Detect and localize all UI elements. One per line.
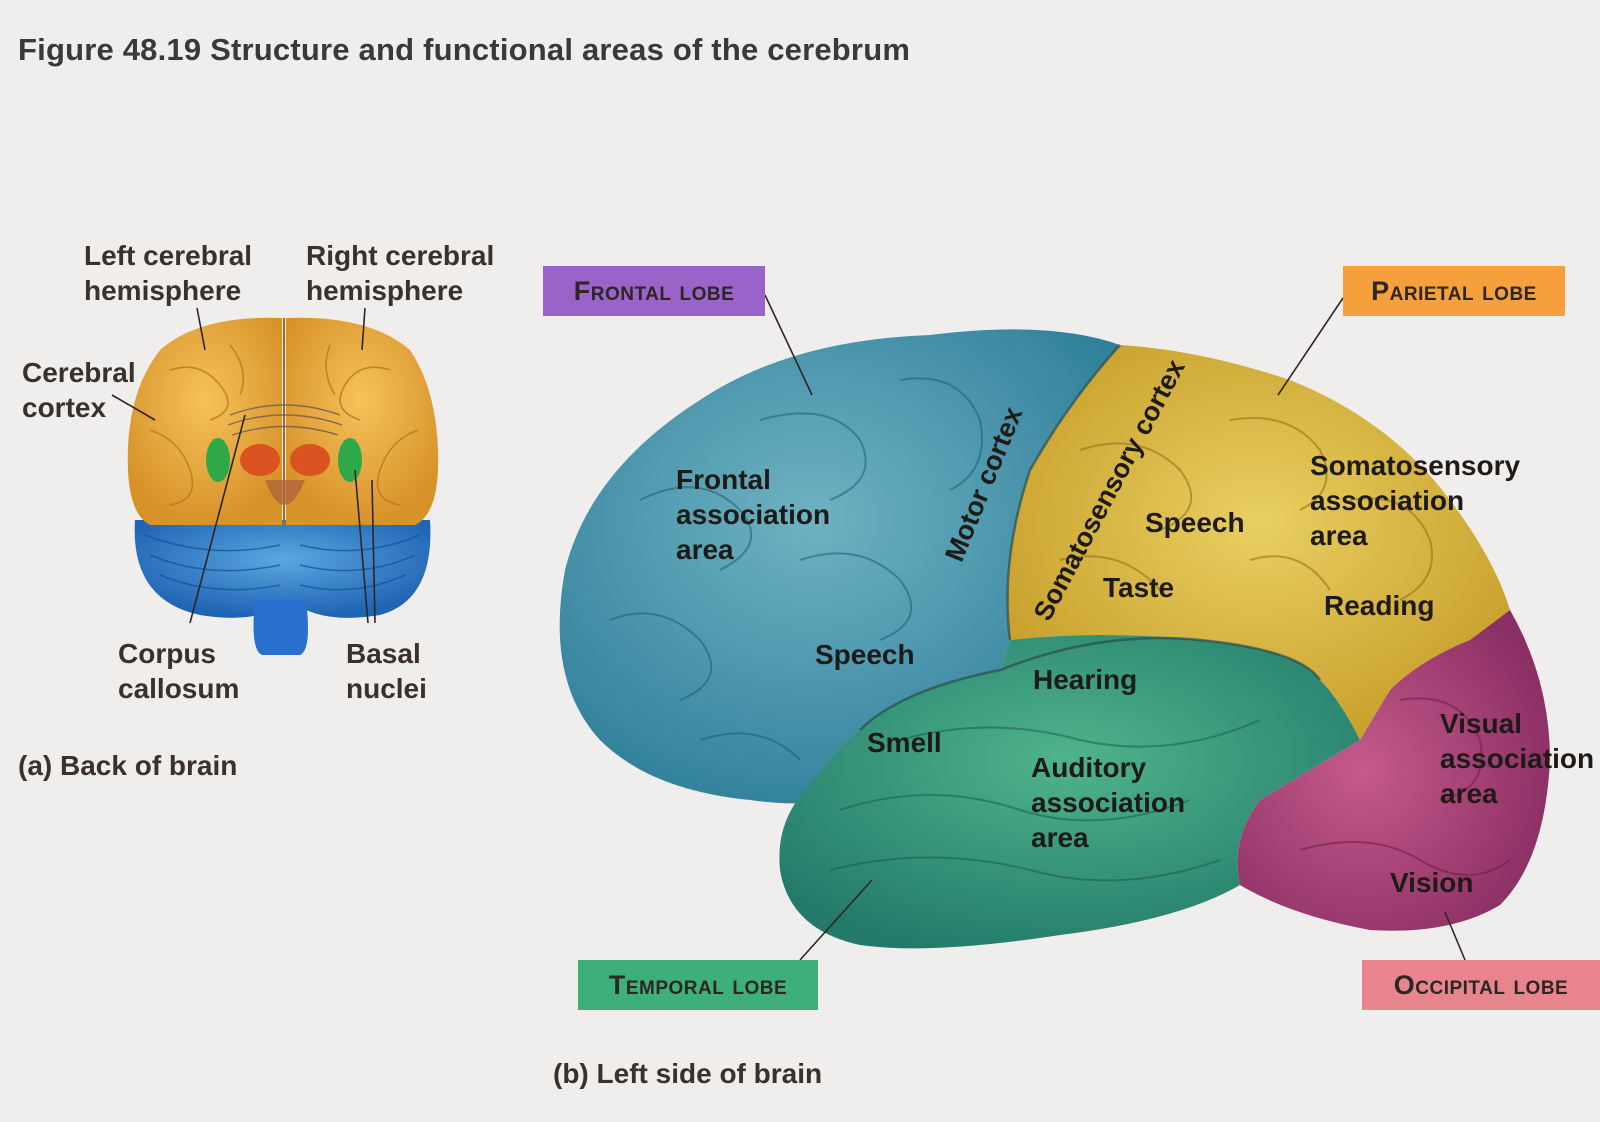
speech-parietal-label: Speech xyxy=(1145,507,1245,538)
label-line: Auditory xyxy=(1031,752,1147,783)
parietal-lobe-label: Parietal lobe xyxy=(1371,275,1537,306)
temporal-lobe-box: Temporal lobe xyxy=(578,960,818,1010)
label-line: association xyxy=(1031,787,1186,818)
cerebral-cortex-label: Cerebral cortex xyxy=(22,355,136,425)
label-line: Cerebral xyxy=(22,357,136,388)
left-cerebral-hemisphere-label: Left cerebral hemisphere xyxy=(84,238,252,308)
temporal-lobe-label: Temporal lobe xyxy=(608,969,788,1000)
label-line: area xyxy=(676,534,734,565)
visual-association-area-label: Visual association area xyxy=(1440,706,1600,811)
basal-nuclei-label: Basal nuclei xyxy=(346,636,427,706)
frontal-lobe-region xyxy=(559,329,1120,804)
label-line: hemisphere xyxy=(84,275,242,306)
speech-frontal-label: Speech xyxy=(815,639,915,670)
label-line: Left cerebral xyxy=(84,240,253,271)
label-line: hemisphere xyxy=(306,275,464,306)
right-cerebral-hemisphere xyxy=(286,317,439,525)
label-line: Frontal xyxy=(676,464,771,495)
reading-label: Reading xyxy=(1324,590,1435,621)
panel-b-caption: (b) Left side of brain xyxy=(553,1058,823,1089)
taste-label: Taste xyxy=(1103,572,1175,603)
frontal-lobe-box: Frontal lobe xyxy=(543,266,765,316)
vision-label: Vision xyxy=(1390,867,1474,898)
label-line: Visual xyxy=(1440,708,1522,739)
label-line: cortex xyxy=(22,392,107,423)
cerebellum xyxy=(134,520,431,618)
parietal-lobe-box: Parietal lobe xyxy=(1343,266,1565,316)
occipital-lobe-label: Occipital lobe xyxy=(1393,969,1569,1000)
corpus-callosum-label: Corpus callosum xyxy=(118,636,239,706)
label-line: area xyxy=(1031,822,1089,853)
occipital-lobe-box: Occipital lobe xyxy=(1362,960,1600,1010)
label-line: area xyxy=(1310,520,1368,551)
label-line: callosum xyxy=(118,673,240,704)
hearing-label: Hearing xyxy=(1033,664,1138,695)
occipital-lobe-region xyxy=(1237,610,1550,931)
smell-label: Smell xyxy=(867,727,942,758)
right-cerebral-hemisphere-label: Right cerebral hemisphere xyxy=(306,238,494,308)
left-side-brain-drawing xyxy=(559,329,1550,949)
label-line: Corpus xyxy=(118,638,216,669)
label-line: Basal xyxy=(346,638,421,669)
label-line: Somatosensory xyxy=(1310,450,1521,481)
label-line: association xyxy=(1440,743,1595,774)
leader-lines xyxy=(111,294,1466,961)
back-of-brain-drawing xyxy=(127,317,439,655)
label-line: association xyxy=(1310,485,1465,516)
brainstem xyxy=(253,600,308,655)
label-line: association xyxy=(676,499,831,530)
label-line: Right cerebral xyxy=(306,240,495,271)
label-line: area xyxy=(1440,778,1498,809)
auditory-association-area-label: Auditory association area xyxy=(1031,750,1185,855)
frontal-lobe-label: Frontal lobe xyxy=(573,275,735,306)
somatosensory-association-area-label: Somatosensory association area xyxy=(1310,448,1520,553)
label-line: nuclei xyxy=(346,673,427,704)
temporal-lobe-region xyxy=(779,635,1360,949)
panel-a-caption: (a) Back of brain xyxy=(18,750,238,781)
left-cerebral-hemisphere xyxy=(127,317,282,525)
frontal-association-area-label: Frontal association area xyxy=(676,462,830,567)
figure-title: Figure 48.19 Structure and functional ar… xyxy=(18,32,911,67)
